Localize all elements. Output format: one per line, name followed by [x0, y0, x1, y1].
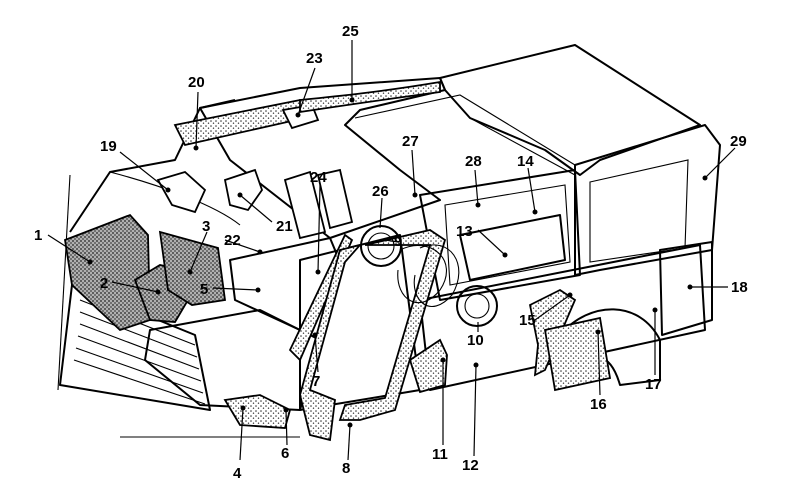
callout-12: 12 [462, 457, 479, 474]
callout-25: 25 [342, 23, 359, 40]
callout-4: 4 [233, 465, 242, 482]
callout-6: 6 [281, 445, 289, 462]
callout-1: 1 [34, 227, 42, 244]
callout-23: 23 [306, 50, 323, 67]
callout-10: 10 [467, 332, 484, 349]
callout-7: 7 [312, 373, 320, 390]
callout-28: 28 [465, 153, 482, 170]
callout-16: 16 [590, 396, 607, 413]
callout-24: 24 [310, 169, 327, 186]
callout-21: 21 [276, 218, 293, 235]
callout-17: 17 [645, 376, 662, 393]
callout-27: 27 [402, 133, 419, 150]
callout-29: 29 [730, 133, 747, 150]
callout-13: 13 [456, 223, 473, 240]
leader-lines [47, 40, 736, 461]
callout-20: 20 [188, 74, 205, 91]
callout-labels: 1 2 3 4 5 6 7 8 9 10 11 12 13 14 15 16 1… [34, 23, 748, 482]
floor-mats [144, 214, 566, 411]
callout-15: 15 [519, 312, 536, 329]
callout-14: 14 [517, 153, 534, 170]
callout-5: 5 [200, 281, 208, 298]
callout-8: 8 [342, 460, 350, 477]
callout-19: 19 [100, 138, 117, 155]
callout-22: 22 [224, 232, 241, 249]
callout-2: 2 [100, 275, 108, 292]
callout-26: 26 [372, 183, 389, 200]
callout-18: 18 [731, 279, 748, 296]
insulation-parts [63, 80, 612, 442]
callout-11: 11 [432, 446, 448, 463]
callout-3: 3 [202, 218, 210, 235]
callout-9: 9 [394, 233, 402, 250]
